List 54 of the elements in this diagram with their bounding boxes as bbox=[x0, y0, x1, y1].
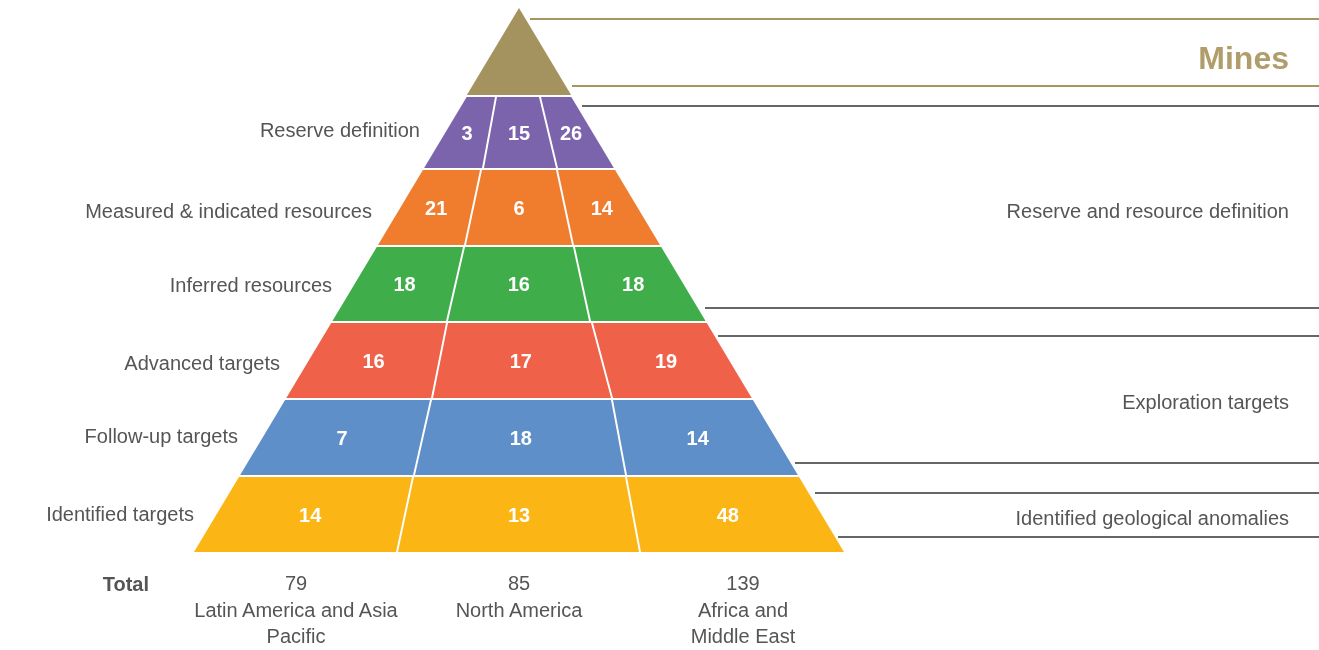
stage-label: Measured & indicated resources bbox=[85, 199, 372, 224]
segment-value: 18 bbox=[393, 273, 416, 295]
total-value: 139 bbox=[725, 571, 761, 596]
segment-value: 14 bbox=[590, 196, 613, 219]
pyramid-segment bbox=[484, 97, 556, 168]
stage-label: Advanced targets bbox=[124, 351, 280, 376]
stage-label: Reserve definition bbox=[259, 118, 420, 143]
stage-label: Follow-up targets bbox=[84, 424, 238, 449]
segment-value: 48 bbox=[716, 503, 739, 526]
segment-value: 16 bbox=[362, 349, 385, 372]
pyramid-segment bbox=[398, 477, 639, 552]
pyramid-segment bbox=[575, 247, 706, 321]
pyramid-segment bbox=[332, 247, 463, 321]
section-heading: Mines bbox=[1198, 39, 1289, 78]
segment-value: 18 bbox=[509, 426, 532, 449]
segment-value: 14 bbox=[686, 426, 709, 449]
stage-label: Identified targets bbox=[46, 502, 194, 527]
pyramid-segment bbox=[377, 170, 480, 245]
region-label: Latin America and Asia Pacific bbox=[193, 598, 399, 649]
region-label: North America bbox=[454, 598, 584, 623]
pyramid-segment bbox=[593, 323, 752, 398]
pyramid-segment bbox=[433, 323, 611, 398]
pyramid-segment bbox=[240, 400, 430, 475]
category-label: Reserve and resource definition bbox=[1006, 199, 1289, 224]
pyramid-segment bbox=[627, 477, 844, 552]
segment-value: 26 bbox=[559, 121, 583, 144]
total-value: 79 bbox=[283, 571, 309, 596]
pyramid-segment bbox=[286, 323, 446, 398]
category-label: Identified geological anomalies bbox=[1015, 506, 1289, 531]
segment-value: 21 bbox=[425, 196, 448, 219]
segment-value: 16 bbox=[507, 273, 530, 295]
total-value: 85 bbox=[506, 571, 532, 596]
segment-value: 19 bbox=[655, 349, 678, 372]
pyramid-segment bbox=[613, 400, 798, 475]
category-label: Exploration targets bbox=[1122, 390, 1289, 415]
row-label: Total bbox=[102, 572, 149, 597]
pyramid-segment bbox=[194, 477, 412, 552]
segment-value: 7 bbox=[336, 426, 348, 449]
pyramid-segment bbox=[415, 400, 625, 475]
pyramid-segment bbox=[448, 247, 589, 321]
region-label: Africa and Middle East bbox=[689, 598, 797, 649]
segment-value: 13 bbox=[507, 503, 531, 526]
pyramid-segment bbox=[466, 170, 572, 245]
pyramid-segment bbox=[541, 97, 614, 168]
segment-value: 17 bbox=[509, 349, 532, 372]
segment-value: 3 bbox=[461, 121, 473, 144]
segment-value: 18 bbox=[622, 273, 645, 295]
stage-label: Inferred resources bbox=[169, 273, 332, 298]
segment-value: 14 bbox=[299, 503, 322, 526]
pyramid-apex bbox=[466, 8, 572, 95]
segment-value: 15 bbox=[507, 121, 531, 144]
segment-value: 6 bbox=[513, 196, 525, 219]
pyramid-segment bbox=[558, 170, 661, 245]
pyramid-segment bbox=[424, 97, 495, 168]
